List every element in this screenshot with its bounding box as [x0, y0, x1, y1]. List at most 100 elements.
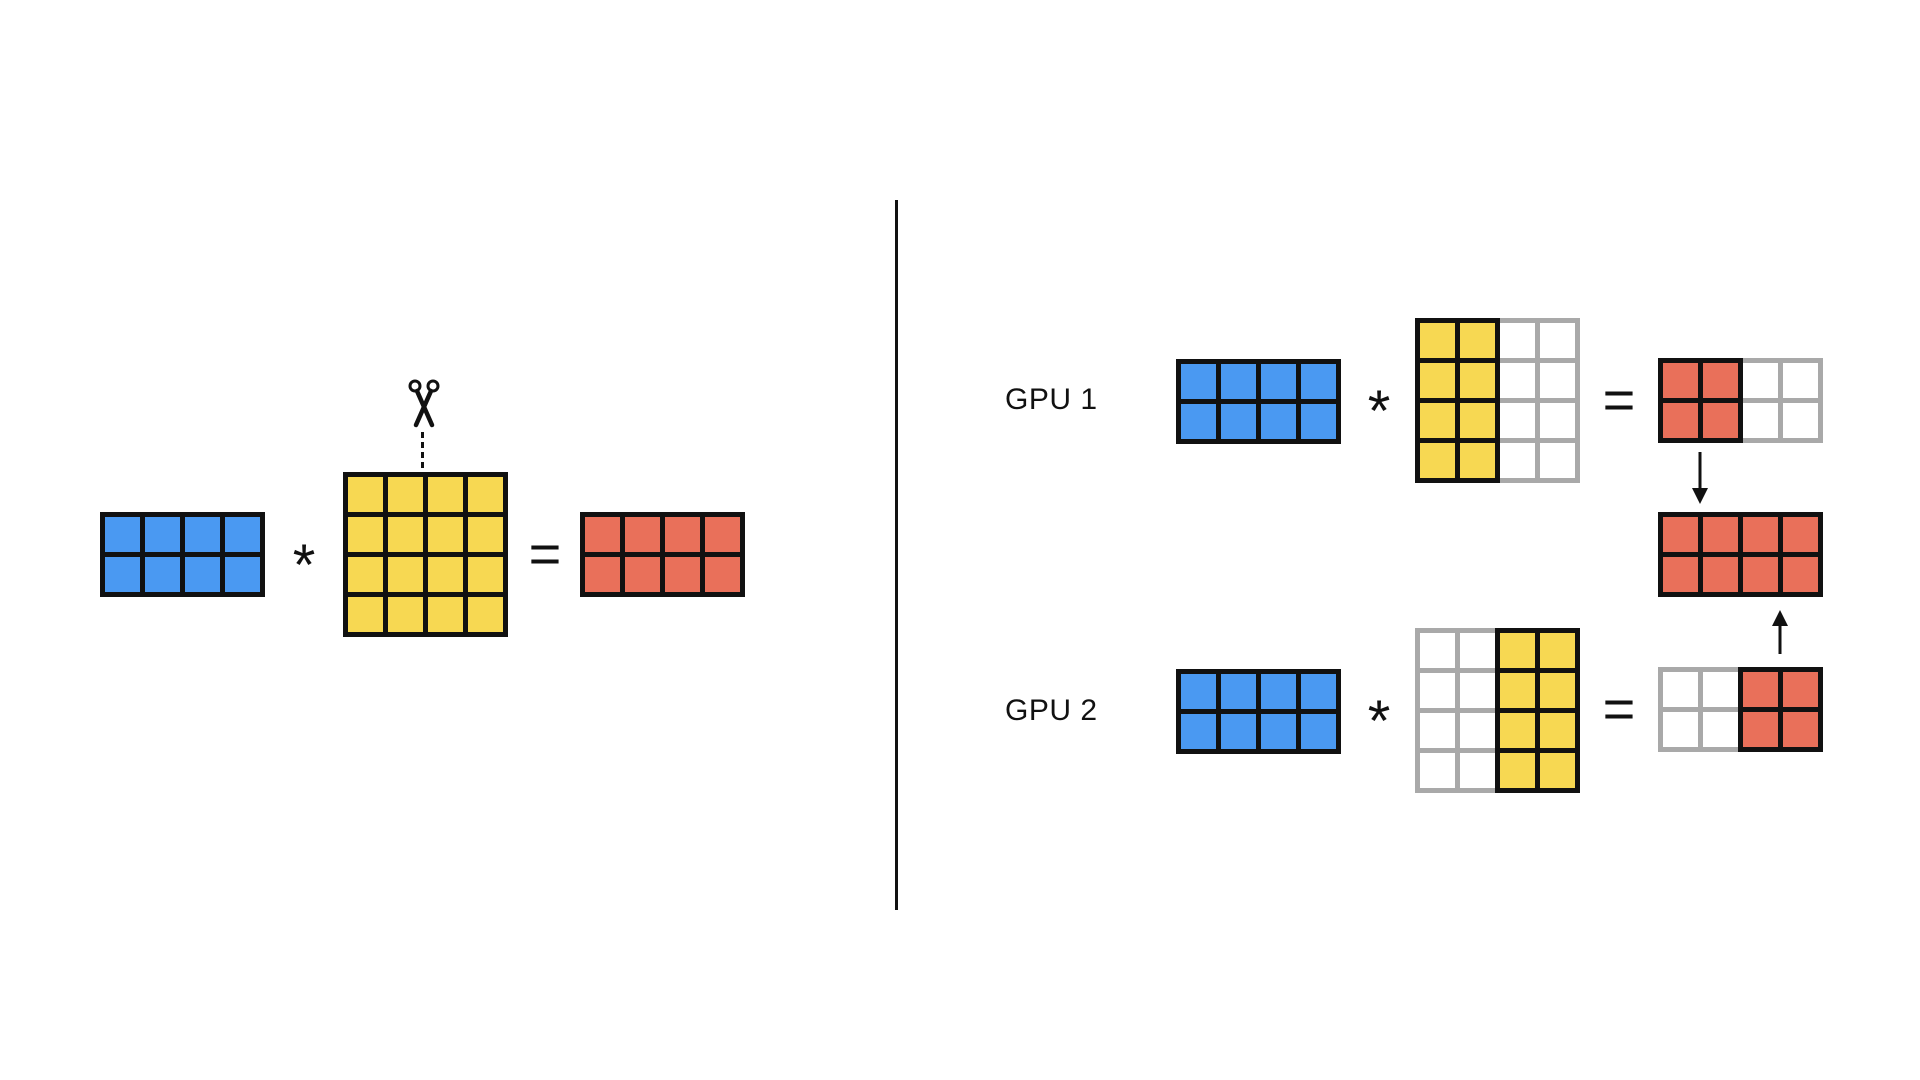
gpu1-result-empty-half [1743, 358, 1823, 443]
matrix-cell [1261, 364, 1296, 399]
gpu1-weight-kept-half [1415, 318, 1500, 483]
matrix-cell [1703, 403, 1738, 438]
gpu1-multiply-operator: * [1367, 379, 1391, 444]
matrix-cell [705, 517, 740, 552]
matrix-cell [1420, 403, 1455, 438]
matrix-cell [1301, 404, 1336, 439]
matrix-cell [1540, 443, 1575, 478]
matrix-cell [388, 517, 423, 552]
gpu2-input-matrix [1176, 669, 1341, 754]
matrix-cell [1540, 633, 1575, 668]
matrix-cell [1261, 714, 1296, 749]
matrix-cell [1460, 443, 1495, 478]
scissors-icon [403, 376, 447, 428]
gpu2-weight-kept-half [1495, 628, 1580, 793]
left-weight-matrix [343, 472, 508, 637]
matrix-cell [225, 557, 260, 592]
left-equals-operator: = [528, 522, 562, 585]
matrix-cell [665, 557, 700, 592]
gpu1-result-matrix [1658, 358, 1823, 443]
matrix-cell [145, 517, 180, 552]
gpu1-input-matrix [1176, 359, 1341, 444]
matrix-cell [1783, 557, 1818, 592]
gpu1-weight-matrix [1415, 318, 1580, 483]
matrix-cell [1181, 404, 1216, 439]
matrix-cell [1500, 673, 1535, 708]
matrix-cell [1703, 363, 1738, 398]
matrix-cell [1540, 363, 1575, 398]
matrix-cell [1460, 673, 1495, 708]
matrix-cell [428, 557, 463, 592]
arrow-up-icon [1766, 608, 1794, 656]
combined-output-matrix [1658, 512, 1823, 597]
matrix-cell [1663, 363, 1698, 398]
matrix-cell [1301, 674, 1336, 709]
matrix-cell [1540, 323, 1575, 358]
matrix-cell [1743, 403, 1778, 438]
matrix-cell [1743, 557, 1778, 592]
matrix-cell [1420, 323, 1455, 358]
matrix-cell [1500, 443, 1535, 478]
gpu2-multiply-operator: * [1367, 689, 1391, 754]
matrix-cell [1703, 557, 1738, 592]
matrix-cell [1420, 673, 1455, 708]
matrix-cell [428, 597, 463, 632]
matrix-cell [1743, 672, 1778, 707]
matrix-cell [388, 597, 423, 632]
matrix-cell [1221, 674, 1256, 709]
matrix-cell [1783, 672, 1818, 707]
matrix-cell [1500, 753, 1535, 788]
left-multiply-operator: * [292, 533, 316, 598]
matrix-cell [1181, 364, 1216, 399]
matrix-cell [1261, 404, 1296, 439]
matrix-cell [185, 557, 220, 592]
matrix-cell [1783, 712, 1818, 747]
matrix-cell [1703, 672, 1738, 707]
matrix-cell [428, 517, 463, 552]
matrix-cell [1181, 714, 1216, 749]
gpu1-equals-operator: = [1602, 368, 1636, 431]
matrix-cell [1460, 713, 1495, 748]
matrix-cell [1420, 713, 1455, 748]
matrix-cell [1540, 403, 1575, 438]
left-output-matrix [580, 512, 745, 597]
matrix-cell [1783, 363, 1818, 398]
matrix-cell [1703, 712, 1738, 747]
matrix-cell [1663, 672, 1698, 707]
matrix-cell [1420, 753, 1455, 788]
matrix-cell [1540, 753, 1575, 788]
matrix-cell [1460, 403, 1495, 438]
matrix-cell [388, 557, 423, 592]
gpu2-result-matrix [1658, 667, 1823, 752]
matrix-cell [1663, 557, 1698, 592]
cut-line [421, 432, 424, 468]
matrix-cell [705, 557, 740, 592]
matrix-cell [1420, 443, 1455, 478]
matrix-cell [225, 517, 260, 552]
matrix-cell [468, 477, 503, 512]
matrix-cell [1743, 363, 1778, 398]
matrix-cell [1221, 364, 1256, 399]
matrix-cell [1460, 323, 1495, 358]
matrix-cell [585, 517, 620, 552]
matrix-cell [1420, 363, 1455, 398]
gpu2-weight-matrix [1415, 628, 1580, 793]
matrix-cell [1500, 363, 1535, 398]
arrow-down-icon [1686, 450, 1714, 506]
matrix-cell [1301, 714, 1336, 749]
matrix-cell [348, 517, 383, 552]
matrix-cell [388, 477, 423, 512]
matrix-cell [1500, 323, 1535, 358]
matrix-cell [1500, 403, 1535, 438]
matrix-cell [1663, 517, 1698, 552]
matrix-cell [625, 517, 660, 552]
matrix-cell [1783, 403, 1818, 438]
matrix-cell [665, 517, 700, 552]
matrix-cell [1221, 404, 1256, 439]
gpu1-result-kept-half [1658, 358, 1743, 443]
matrix-cell [585, 557, 620, 592]
gpu2-result-kept-half [1738, 667, 1823, 752]
matrix-cell [145, 557, 180, 592]
matrix-cell [1460, 363, 1495, 398]
matrix-cell [1460, 633, 1495, 668]
